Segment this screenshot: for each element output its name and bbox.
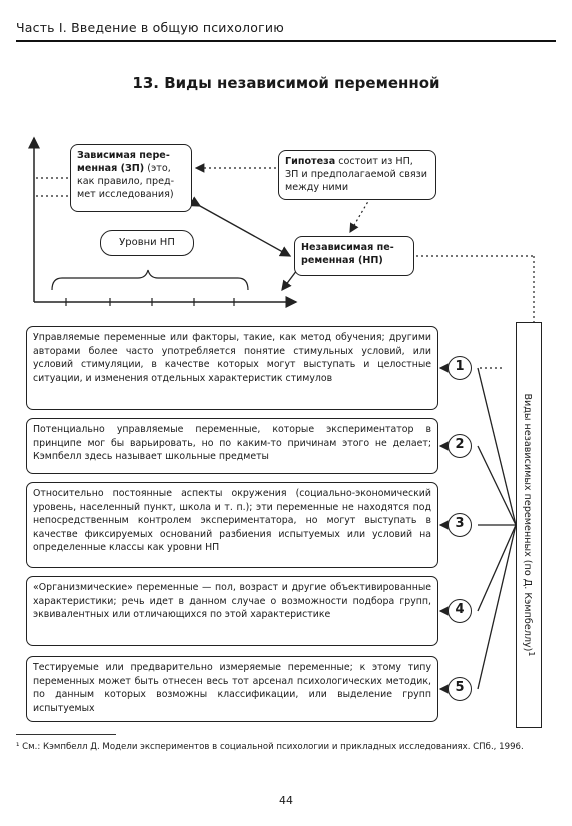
category-box-5: Тестируемые или предварительно измеряемы… (26, 656, 438, 722)
category-number-2: 2 (448, 434, 472, 458)
hypothesis-term: Гипотеза (285, 156, 336, 167)
vertical-label-text: Виды независимых переменных (по Д. Кэмпб… (521, 393, 537, 657)
dependent-variable-text: (это, как правило, пред-мет исследования… (77, 163, 175, 200)
page-title: 13. Виды независимой переменной (132, 74, 440, 92)
footnote: ¹ См.: Кэмпбелл Д. Модели экспериментов … (16, 742, 524, 752)
running-header: Часть I. Введение в общую психологию (16, 20, 284, 35)
category-number-4: 4 (448, 599, 472, 623)
circle-arrows (438, 363, 502, 694)
levels-label-text: Уровни НП (119, 237, 175, 248)
category-box-2: Потенциально управляемые переменные, кот… (26, 418, 438, 474)
levels-brace (51, 269, 249, 291)
levels-label: Уровни НП (100, 230, 194, 256)
level-ticks (65, 298, 235, 306)
independent-variable-term: Независимая пе-ременная (НП) (301, 242, 394, 266)
category-number-1: 1 (448, 356, 472, 380)
hypothesis-callout: Гипотеза состоит из НП, ЗП и предполагае… (278, 150, 436, 200)
vertical-label-box: Виды независимых переменных (по Д. Кэмпб… (516, 322, 542, 728)
independent-variable-callout: Независимая пе-ременная (НП) (294, 236, 414, 276)
category-box-1: Управляемые переменные или факторы, таки… (26, 326, 438, 410)
footnote-rule (16, 734, 116, 735)
category-box-4: «Организмические» переменные — пол, возр… (26, 576, 438, 646)
category-number-5: 5 (448, 677, 472, 701)
fan-lines (477, 367, 517, 690)
category-box-3: Относительно постоянные аспекты окружени… (26, 482, 438, 568)
dependent-variable-term: Зависимая пере-менная (ЗП) (77, 150, 170, 174)
hyp-to-iv (349, 197, 371, 234)
page-number: 44 (279, 794, 293, 807)
header-rule (16, 40, 556, 42)
hypothesis-text: состоит из НП, ЗП и предполагаемой связи… (285, 156, 427, 193)
category-number-3: 3 (448, 513, 472, 537)
dp-iv-link (188, 196, 292, 257)
footnote-marker: 1 (527, 651, 537, 657)
dependent-variable-callout: Зависимая пере-менная (ЗП) (это, как пра… (70, 144, 192, 212)
